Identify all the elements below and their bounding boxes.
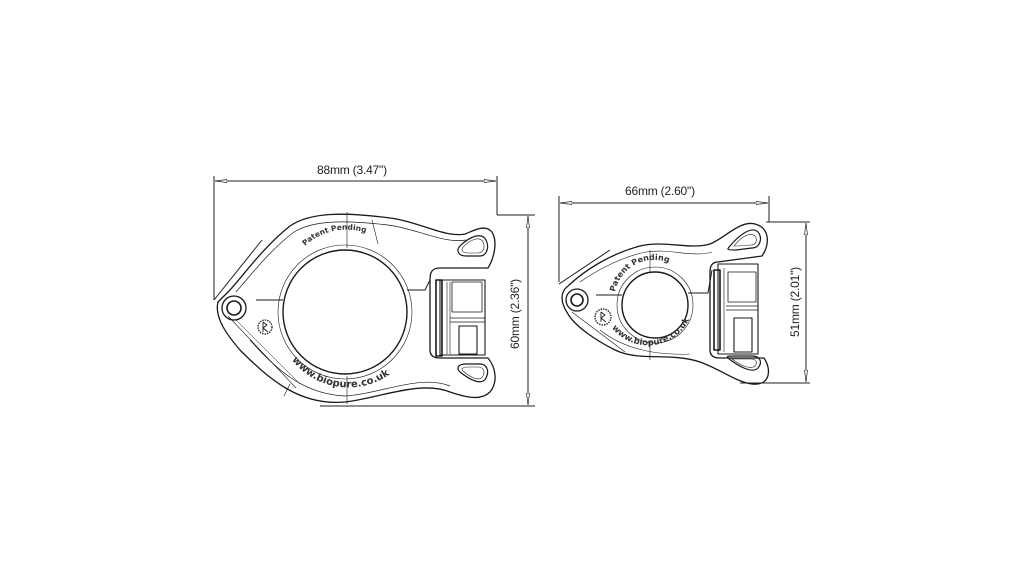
large-patent-pending-text: Patent Pending [300,223,367,248]
small-width-dimension-label: 66mm (2.60") [625,184,695,198]
large-width-dimension-label: 88mm (3.47") [317,163,387,177]
small-height-dimension-label: 51mm (2.01") [788,267,802,337]
large-clamp-dimensions [213,176,535,407]
large-clamp-drawing [213,212,496,404]
large-height-dimension-label: 60mm (2.36") [508,279,522,349]
small-clamp-dimensions [558,196,810,384]
small-clamp-drawing [558,222,770,385]
